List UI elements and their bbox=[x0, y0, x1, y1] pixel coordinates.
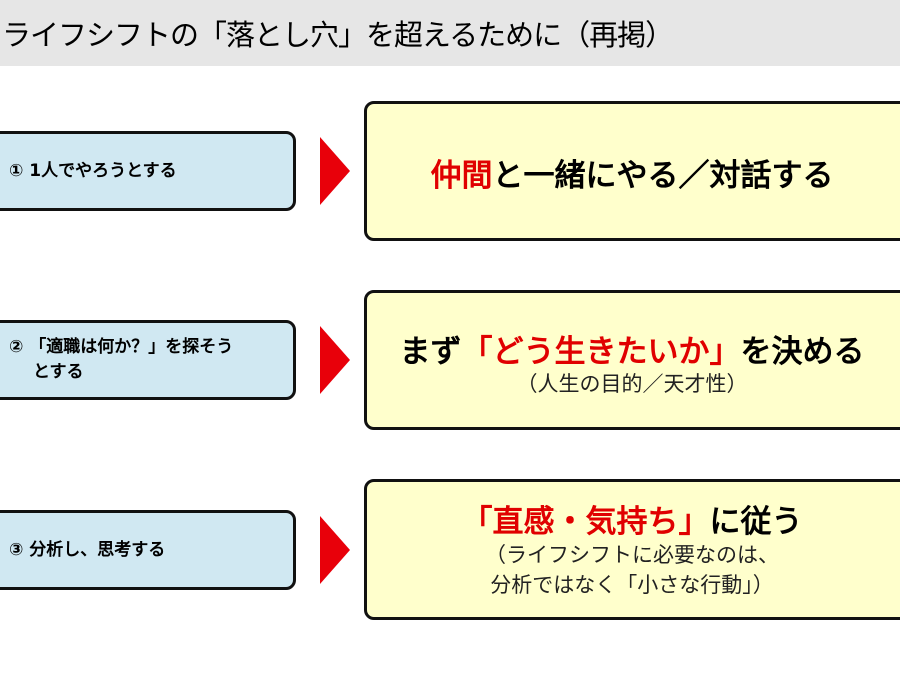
slide-title: ライフシフトの「落とし穴」を超えるために（再掲） bbox=[2, 18, 674, 52]
pitfall-box-1: ① 1人でやろうとする bbox=[0, 131, 296, 211]
solution-pre-2: まず bbox=[399, 334, 462, 370]
solution-box-2: まず「どう生きたいか」を決める （人生の目的／天才性） bbox=[364, 290, 900, 430]
solution-sub-3b: 分析ではなく「小さな行動」） bbox=[490, 573, 774, 597]
solution-box-3: 「直感・気持ち」に従う （ライフシフトに必要なのは、 分析ではなく「小さな行動」… bbox=[364, 479, 900, 620]
solution-highlight-1: 仲間 bbox=[430, 158, 493, 194]
arrow-right-icon bbox=[320, 137, 350, 205]
solution-sub-2: （人生の目的／天才性） bbox=[516, 372, 748, 396]
pitfall-box-2: ② 「適職は何か？」を探そう とする bbox=[0, 320, 296, 400]
solution-highlight-2: 「どう生きたいか」 bbox=[461, 334, 741, 370]
pitfall-box-3: ③ 分析し、思考する bbox=[0, 510, 296, 590]
arrow-right-icon bbox=[320, 326, 350, 394]
solution-text-1: と一緒にやる／対話する bbox=[492, 158, 834, 194]
pitfall-text-2b: とする bbox=[33, 362, 84, 382]
solution-text-2: を決める bbox=[740, 334, 865, 370]
solution-highlight-3: 「直感・気持ち」 bbox=[461, 504, 710, 540]
pitfall-text-3: ③ 分析し、思考する bbox=[9, 539, 166, 560]
solution-text-3: に従う bbox=[709, 504, 803, 540]
slide-header: ライフシフトの「落とし穴」を超えるために（再掲） bbox=[0, 0, 900, 66]
solution-heading-3: 「直感・気持ち」に従う bbox=[367, 496, 897, 541]
arrow-right-icon bbox=[320, 516, 350, 584]
pitfall-text-1: ① 1人でやろうとする bbox=[9, 160, 177, 181]
solution-box-1: 仲間と一緒にやる／対話する bbox=[364, 101, 900, 241]
pitfall-text-2a: ② 「適職は何か？」を探そう bbox=[9, 337, 234, 357]
solution-heading-2: まず「どう生きたいか」を決める bbox=[367, 326, 897, 371]
solution-heading-1: 仲間と一緒にやる／対話する bbox=[367, 150, 897, 195]
solution-sub-3a: （ライフシフトに必要なのは、 bbox=[485, 543, 779, 567]
